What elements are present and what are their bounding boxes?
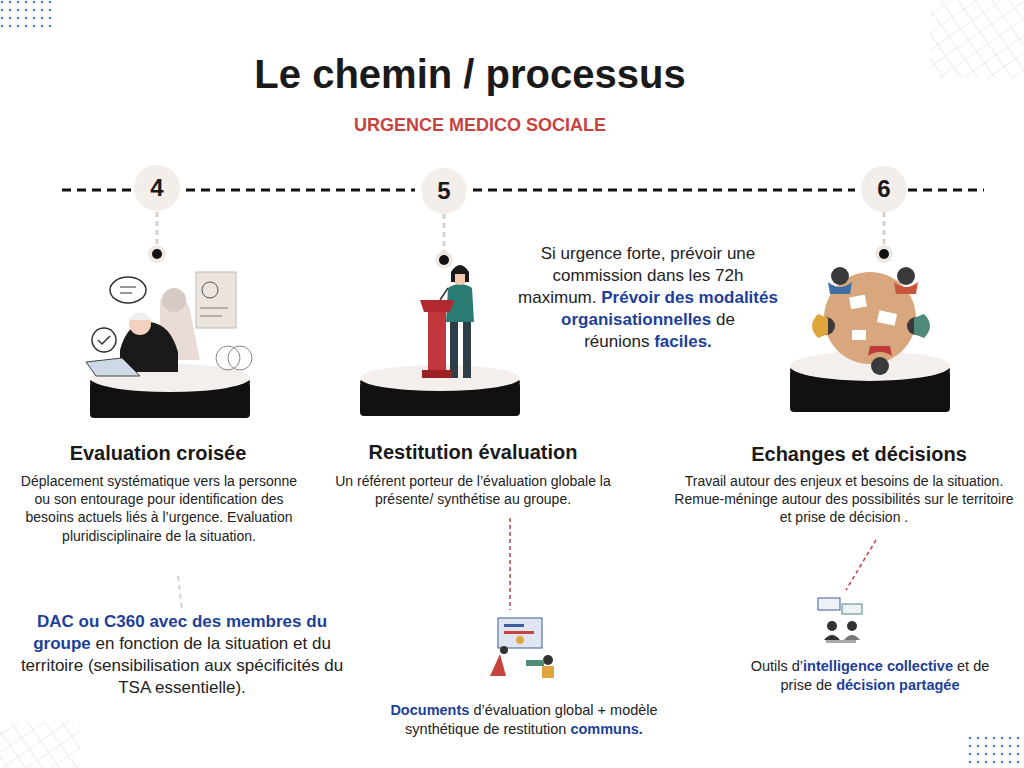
leader-line [178, 576, 182, 610]
step-heading-block: Echanges et décisions [706, 441, 1012, 467]
step-heading: Echanges et décisions [751, 443, 967, 465]
callout-note: intelligence collective [803, 658, 953, 674]
dot-pattern [968, 734, 1024, 768]
step-number: 4 [150, 174, 163, 202]
decision-icon [818, 598, 862, 643]
callout-note-block: Outils d’intelligence collectiveet de pr… [738, 657, 1002, 695]
speaker-illustration [360, 265, 520, 416]
timeline-connector [473, 189, 855, 192]
leader-line [509, 518, 511, 610]
urgency-note: faciles. [654, 332, 712, 351]
urgency-note-block: Si urgence forte, prévoir une commission… [498, 243, 798, 353]
step-number: 5 [437, 177, 450, 205]
step-description-block: Un référent porteur de l’évaluation glob… [330, 472, 616, 508]
leader-line [846, 540, 876, 590]
step-heading-block: Restitution évaluation [328, 439, 618, 465]
step-number-circle: 4 [134, 165, 180, 211]
callout-note: Outils d’ [751, 658, 803, 674]
step-heading-block: Evaluation croisée [20, 440, 296, 466]
step-description: Travail autour des enjeux et besoins de … [674, 473, 1013, 525]
timeline-connector [186, 189, 415, 192]
step-description-block: Travail autour des enjeux et besoins de … [668, 472, 1020, 527]
grid-pattern [930, 0, 1024, 78]
grid-pattern [0, 722, 80, 768]
callout-note: communs. [570, 721, 643, 737]
dot-pattern [0, 0, 56, 32]
step-heading: Restitution évaluation [369, 441, 578, 463]
subtitle: URGENCE MEDICO SOCIALE [354, 115, 606, 135]
callout-note-block: DAC ou C360 avec des membres du groupeen… [4, 611, 360, 699]
subtitle-block: URGENCE MEDICO SOCIALE [280, 114, 680, 137]
timeline-dot [148, 245, 893, 269]
callout-note: décision partagée [836, 677, 959, 693]
timeline-dash [62, 189, 134, 192]
step-description: Un référent porteur de l’évaluation glob… [335, 473, 611, 507]
documents-icon [490, 618, 554, 678]
evaluation-illustration [86, 272, 252, 418]
meeting-illustration [790, 267, 950, 412]
step-number: 6 [877, 175, 890, 203]
drop-line [157, 212, 884, 252]
step-description: Déplacement systématique vers la personn… [21, 473, 297, 544]
callout-note: Documents [390, 702, 469, 718]
page-title: Le chemin / processus [170, 48, 770, 100]
step-description-block: Déplacement systématique vers la personn… [14, 472, 304, 545]
step-number-circle: 5 [421, 168, 467, 214]
timeline-dash [908, 189, 984, 192]
step-number-circle: 6 [861, 166, 907, 212]
step-heading: Evaluation croisée [70, 442, 247, 464]
callout-note-block: Documentsd’évaluation global + modèle sy… [356, 701, 692, 739]
